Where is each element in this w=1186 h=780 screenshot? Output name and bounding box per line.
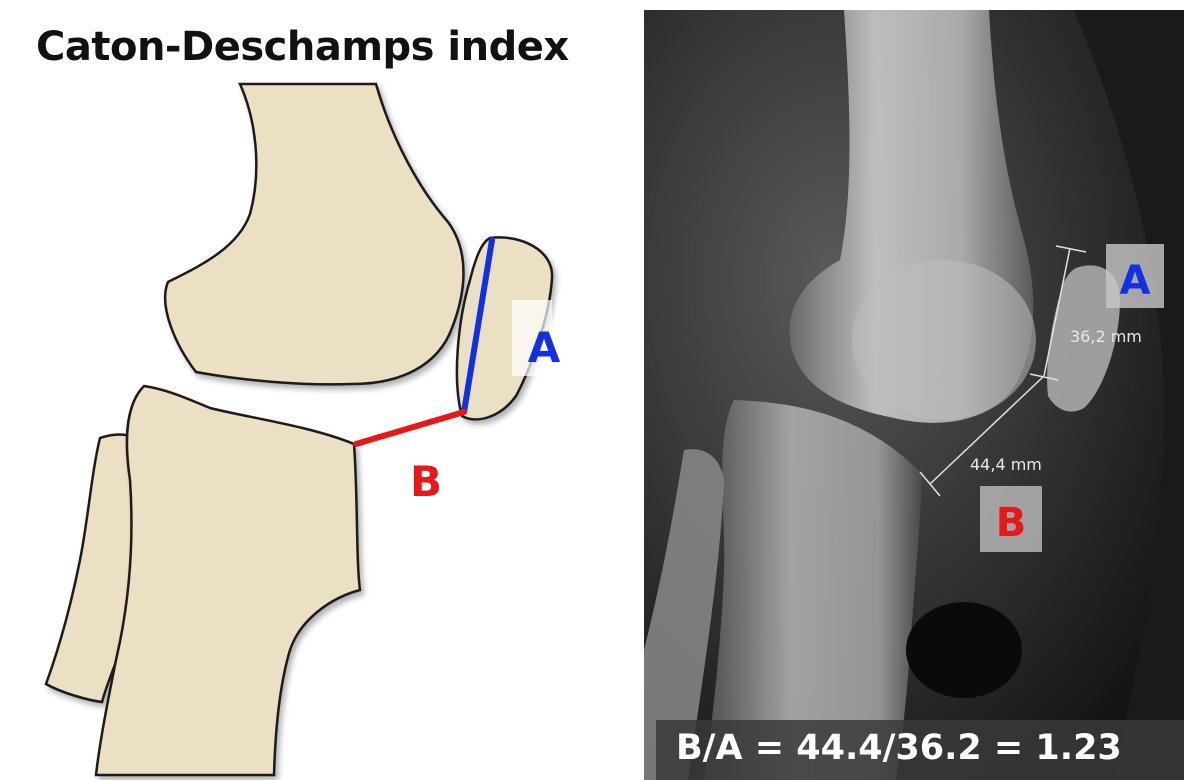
label-b: B xyxy=(410,457,442,506)
label-a: A xyxy=(528,323,561,372)
tibia-shape xyxy=(96,386,360,775)
measurement-a-text: 36,2 mm xyxy=(1070,327,1142,346)
line-b xyxy=(356,412,464,444)
measurement-b-text: 44,4 mm xyxy=(970,455,1042,474)
femur-shape xyxy=(165,84,463,384)
xray-femoral-condyle xyxy=(852,260,1036,420)
formula-text: B/A = 44.4/36.2 = 1.23 xyxy=(676,728,1122,768)
knee-schematic-diagram: A B xyxy=(0,0,640,780)
xray-dark-region xyxy=(906,602,1022,698)
xray-label-a: A xyxy=(1120,258,1151,304)
xray-label-b: B xyxy=(996,500,1027,546)
knee-xray-image: 36,2 mm 44,4 mm A B xyxy=(644,10,1184,780)
